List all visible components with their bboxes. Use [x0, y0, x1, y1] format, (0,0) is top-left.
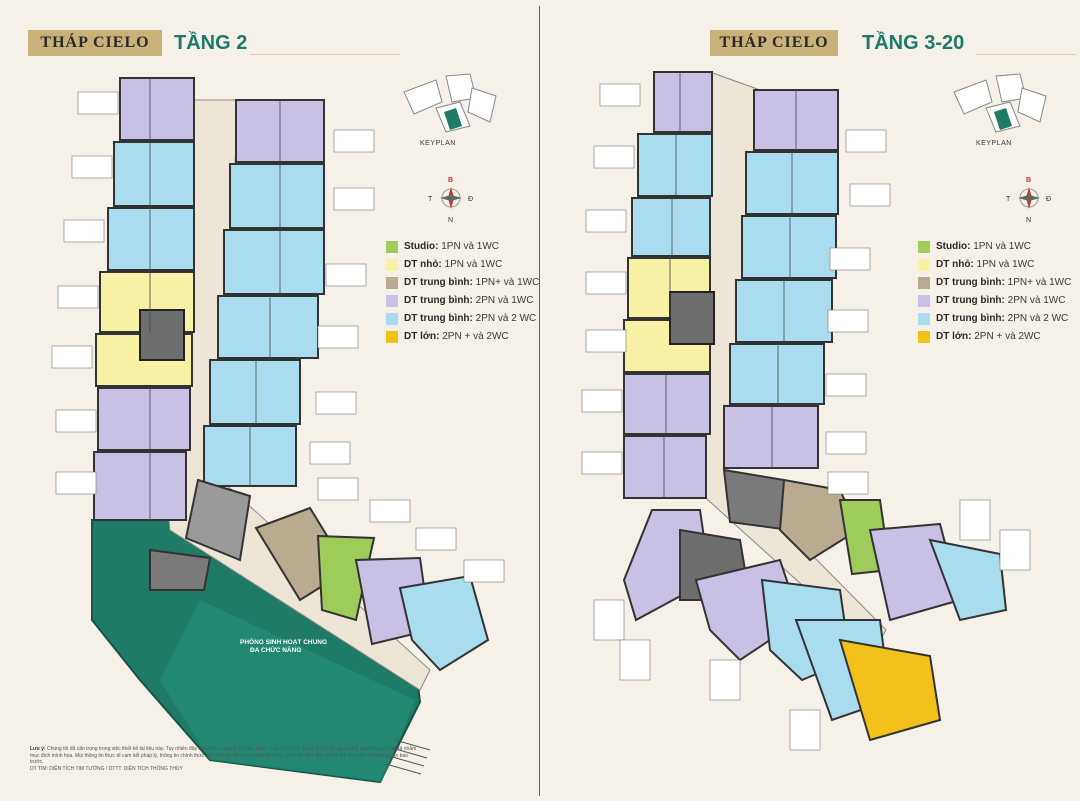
legend-swatch	[918, 241, 930, 253]
svg-text:N: N	[448, 217, 453, 224]
left-header-rule	[250, 54, 400, 55]
svg-text:Đ: Đ	[468, 196, 473, 203]
legend-swatch	[918, 295, 930, 307]
legend-swatch	[386, 259, 398, 271]
legend-swatch	[386, 313, 398, 325]
left-floor-title: TẦNG 2	[174, 32, 248, 54]
right-keyplan	[953, 73, 1047, 133]
right-tower-badge: THÁP CIELO	[710, 30, 838, 56]
entrance-stairs	[385, 739, 431, 775]
legend-swatch	[386, 295, 398, 307]
common-room-highlight	[160, 600, 415, 782]
diagonal-wing-units	[622, 468, 1008, 742]
right-compass-icon: B N T Đ	[1006, 177, 1051, 224]
right-floor-title: TẦNG 3-20	[862, 32, 965, 54]
right-header: THÁP CIELO TẦNG 3-20	[540, 30, 1080, 56]
common-room-label-1: PHÒNG SINH HOẠT CHUNG	[240, 637, 327, 646]
unit-label-tags	[581, 83, 1031, 751]
svg-text:B: B	[448, 177, 453, 184]
legend-swatch	[918, 313, 930, 325]
common-room-label-2: ĐA CHỨC NĂNG	[250, 645, 301, 654]
right-column-units	[203, 99, 325, 487]
note-text: Chúng tôi đã cẩn trọng trong việc thiết …	[30, 746, 417, 765]
left-column-units	[93, 77, 195, 521]
note-abbreviations: DT TIM: DIỆN TÍCH TIM TƯỜNG / DTTT: DIỆN…	[30, 765, 183, 772]
disclaimer-note: Lưu ý: Chúng tôi đã cẩn trọng trong việc…	[30, 746, 420, 772]
left-compass-icon: B N T Đ	[428, 177, 473, 224]
center-divider	[539, 6, 540, 796]
legend-swatch	[918, 259, 930, 271]
svg-text:N: N	[1026, 217, 1031, 224]
left-floor-plan: PHÒNG SINH HOẠT CHUNG ĐA CHỨC NĂNG	[51, 77, 505, 784]
svg-text:T: T	[428, 196, 433, 203]
right-legend: Studio: 1PN và 1WC DT nhỏ: 1PN và 1WC DT…	[918, 240, 1073, 344]
right-keyplan-label: KEYPLAN	[976, 140, 1012, 147]
right-header-rule	[976, 54, 1076, 55]
legend-swatch	[918, 277, 930, 289]
left-legend: Studio: 1PN và 1WC DT nhỏ: 1PN và 1WC DT…	[386, 240, 539, 344]
left-header: THÁP CIELO TẦNG 2	[0, 30, 540, 56]
left-keyplan-label: KEYPLAN	[420, 140, 456, 147]
legend-swatch	[918, 331, 930, 343]
svg-text:Đ: Đ	[1046, 196, 1051, 203]
left-keyplan	[403, 73, 497, 133]
svg-text:B: B	[1026, 177, 1031, 184]
legend-swatch	[386, 331, 398, 343]
unit-label-tags	[51, 91, 505, 583]
left-column-units	[623, 71, 715, 499]
room-partitions	[663, 72, 797, 498]
diagonal-wing-units	[149, 478, 490, 672]
svg-text:T: T	[1006, 196, 1011, 203]
legend-swatch	[386, 241, 398, 253]
left-tower-badge: THÁP CIELO	[28, 30, 162, 56]
room-partitions	[149, 78, 281, 520]
legend-swatch	[386, 277, 398, 289]
note-label: Lưu ý:	[30, 746, 46, 752]
right-floor-plan	[581, 71, 1031, 751]
